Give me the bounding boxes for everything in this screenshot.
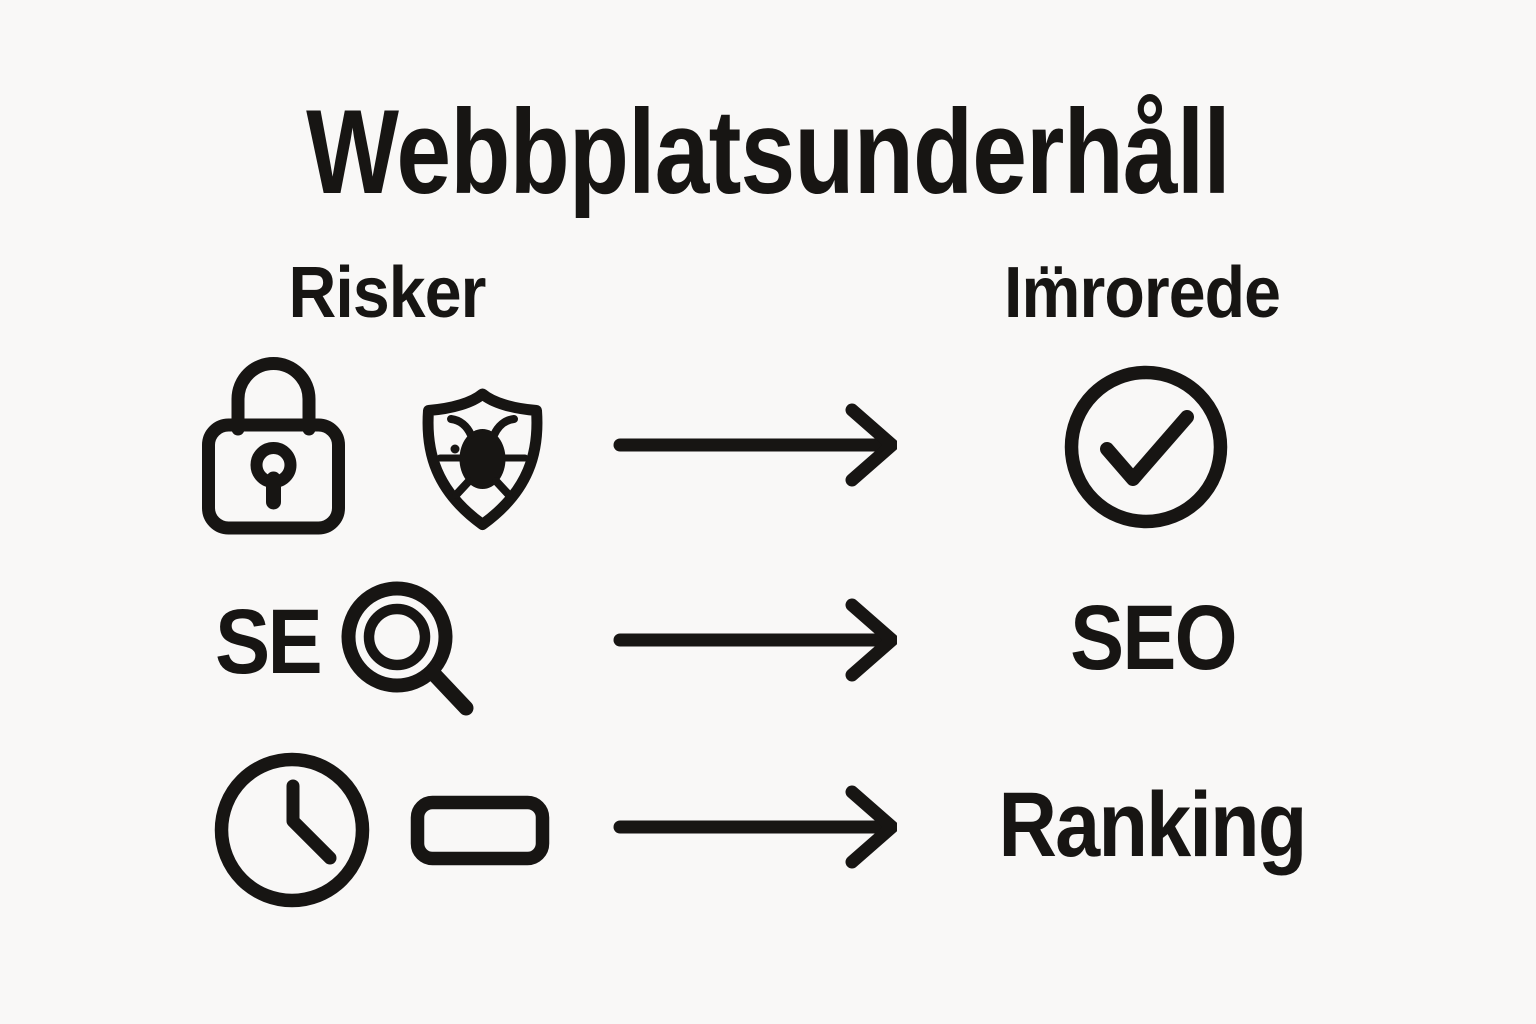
shield-bug-icon: [422, 388, 543, 530]
arrow-right-icon: [613, 403, 897, 487]
clock-icon: [214, 752, 370, 908]
lock-icon: [202, 357, 345, 535]
arrow-right-icon: [613, 785, 897, 869]
magnifier-icon: [341, 581, 474, 716]
check-circle-icon: [1064, 365, 1228, 529]
page-title: Webbplatsunderhåll: [306, 85, 1231, 219]
ranking-label: Ranking: [998, 774, 1307, 876]
column-header-improved: Im̈rorede: [1004, 253, 1281, 333]
seo-label-left: SE: [215, 591, 323, 693]
arrow-right-icon: [613, 598, 897, 682]
column-header-risks: Risker: [288, 253, 486, 333]
browser-bar-icon: [410, 795, 550, 866]
seo-label-right: SEO: [1070, 587, 1237, 689]
